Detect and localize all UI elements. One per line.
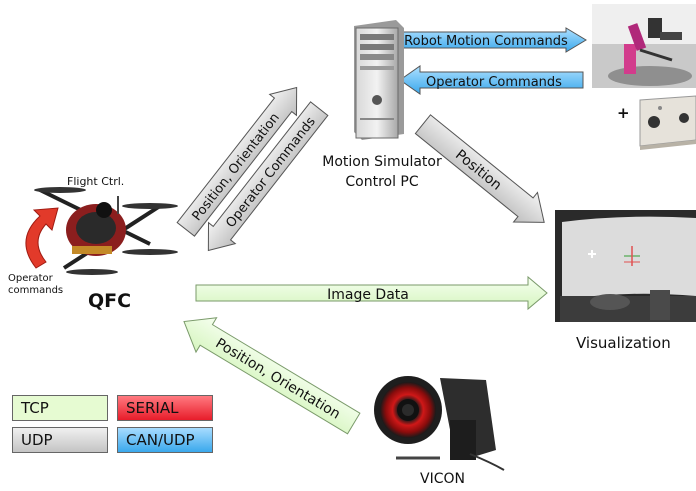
vicon-camera-photo	[374, 376, 505, 471]
operator-commands-small-line1: Operator	[8, 273, 53, 284]
desktop-tower-icon	[354, 20, 404, 140]
image-data-arrow: Image Data	[195, 275, 548, 311]
legend-udp: UDP	[12, 427, 108, 453]
legend-can-udp: CAN/UDP	[117, 427, 213, 453]
quadcopter-photo	[25, 187, 178, 275]
robot-motion-commands-arrow: Robot Motion Commands	[401, 27, 587, 53]
qfc-label: QFC	[88, 290, 132, 312]
plus-sign: +	[617, 104, 630, 122]
operator-commands-small-label: Operator commands	[8, 273, 63, 297]
pc-label-line2: Control PC	[345, 174, 419, 190]
visualization-screen-photo	[555, 210, 696, 322]
visualization-label: Visualization	[576, 334, 671, 352]
robot-motion-platform-photo	[592, 4, 696, 88]
robot-motion-commands-label: Robot Motion Commands	[404, 34, 568, 49]
operator-commands-small-line2: commands	[8, 285, 64, 296]
flight-ctrl-label: Flight Ctrl.	[67, 175, 125, 188]
position-orientation-vicon-label: Position, Orientation	[213, 335, 343, 422]
control-panel-photo	[639, 95, 696, 150]
image-data-label: Image Data	[327, 287, 409, 303]
pc-label: Motion Simulator Control PC	[307, 152, 457, 192]
legend-serial: SERIAL	[117, 395, 213, 421]
pc-label-line1: Motion Simulator	[322, 154, 442, 170]
legend-tcp: TCP	[12, 395, 108, 421]
vicon-label: VICON	[420, 471, 465, 487]
operator-commands-top-label: Operator Commands	[426, 75, 562, 90]
operator-commands-top-arrow: Operator Commands	[399, 65, 584, 95]
